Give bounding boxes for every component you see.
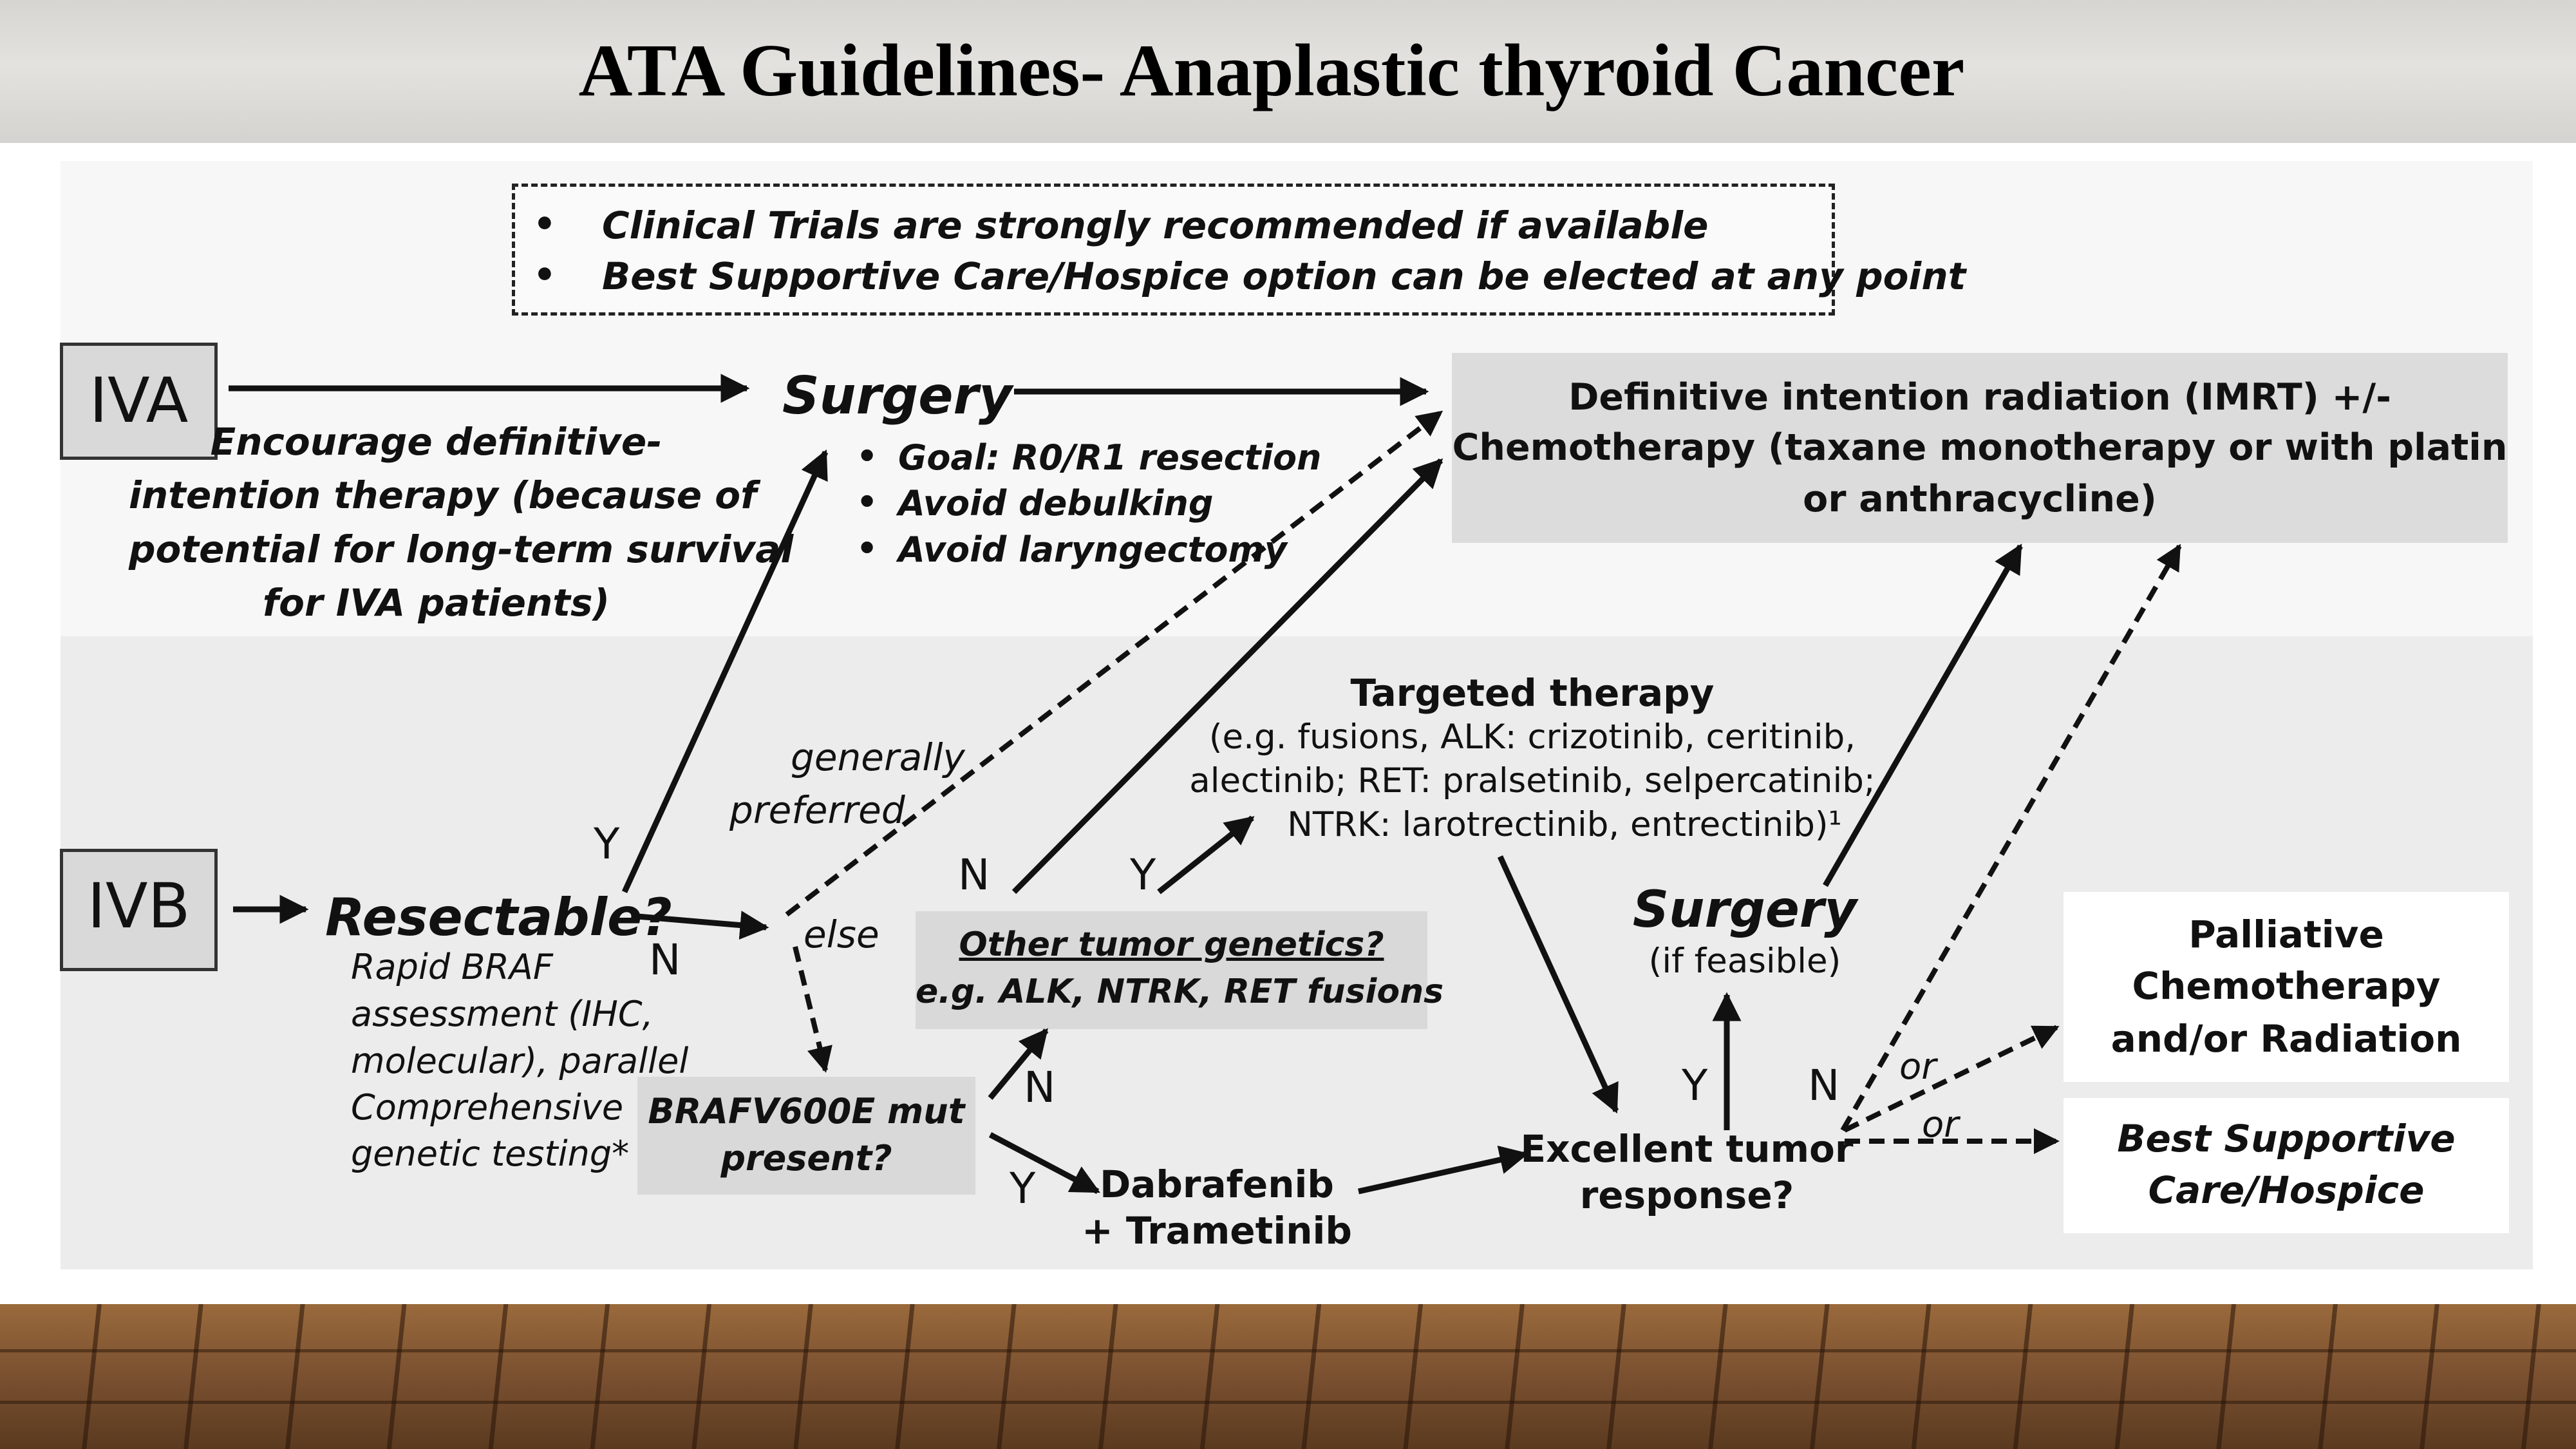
label-n-other-genetics: N [958,850,990,900]
targeted-line-1: (e.g. fusions, ALK: crizotinib, ceritini… [1208,717,1856,757]
bsc-line-2: Care/Hospice [2148,1168,2425,1212]
dabrafenib-line-2: + Trametinib [1082,1209,1352,1253]
radiation-line-2: Chemotherapy (taxane monotherapy or with… [1452,426,2508,469]
iva-encourage-line-4: for IVA patients) [262,581,610,625]
label-generally: generally [791,735,965,779]
radiation-line-3: or anthracycline) [1803,478,2157,520]
palliative-line-3: and/or Radiation [2111,1017,2462,1061]
iva-box [60,343,218,460]
radiation-line-1: Definitive intention radiation (IMRT) +/… [1568,376,2391,419]
braf-note-line-1: Rapid BRAF [351,947,553,987]
iva-encourage-line-3: potential for long-term survival [129,527,794,571]
braf-note-line-5: genetic testing* [351,1133,630,1174]
surgery-bullet-1-dot: • [856,437,878,476]
ivb-label: IVB [87,870,191,942]
bsc-box [2064,1098,2509,1233]
iva-encourage-line-2: intention therapy (because of [129,473,757,517]
arrow-surgery-to-radiation-2 [1823,544,2023,887]
arrow-dabrafenib-to-response [1358,1145,1529,1195]
note-bullet-2: • [533,254,556,296]
wood-floor-background [0,1304,2576,1449]
title-banner [0,0,2576,143]
braf-note-line-4: Comprehensive [351,1087,624,1128]
arrow-response-n-to-radiation [1840,544,2182,1132]
surgery-if-feasible-sub: (if feasible) [1648,942,1841,981]
arrow-genetics-y-to-targeted [1157,815,1255,895]
braf-note-line-2: assessment (IHC, [351,994,653,1034]
label-y-other-genetics: Y [1130,850,1156,900]
label-y-response: Y [1682,1061,1708,1110]
targeted-line-2: alectinib; RET: pralsetinib, selpercatin… [1189,761,1876,800]
label-or-1: or [1899,1046,1937,1088]
braf-box [637,1077,975,1195]
surgery-goal: Goal: R0/R1 resection [898,437,1322,478]
surgery-label: Surgery [782,366,1013,426]
bsc-line-1: Best Supportive [2117,1117,2456,1160]
surgery-bullet-3-dot: • [856,529,878,568]
iva-label: IVA [89,365,189,437]
arrow-preferred-to-radiation [785,410,1443,917]
label-y-braf: Y [1010,1164,1036,1213]
palliative-box [2064,892,2509,1082]
dabrafenib-line-1: Dabrafenib [1100,1162,1334,1206]
ivb-box [60,849,218,971]
other-genetics-question: Other tumor genetics? [959,925,1384,964]
arrow-braf-y-to-dabrafenib [988,1132,1100,1194]
note-clinical-trials: Clinical Trials are strongly recommended… [602,204,1709,247]
palliative-line-1: Palliative [2188,913,2384,956]
notes-box [512,184,1835,316]
resectable-question: Resectable? [325,887,672,947]
label-n-braf: N [1024,1063,1056,1112]
arrow-resectable-y-to-surgery [621,449,829,893]
page-title: ATA Guidelines- Anaplastic thyroid Cance… [578,30,1965,112]
braf-line-2: present? [720,1138,892,1179]
iva-encourage-line-1: Encourage definitive- [210,420,663,464]
arrow-resectable-n-to-else [637,911,769,940]
other-genetics-box [916,911,1427,1029]
label-n-resectable: N [649,935,681,985]
label-n-response: N [1808,1061,1840,1110]
label-preferred: preferred [729,788,905,832]
surgery-avoid-debulking: Avoid debulking [898,483,1214,524]
palliative-line-2: Chemotherapy [2132,964,2441,1008]
surgery-if-feasible-label: Surgery [1632,881,1857,939]
arrow-genetics-n-to-radiation [1011,458,1443,895]
label-else: else [804,913,879,956]
label-y-resectable: Y [594,819,620,869]
arrow-else-to-braf [793,946,832,1073]
note-best-supportive: Best Supportive Care/Hospice option can … [602,254,1966,298]
note-bullet-1: • [533,204,556,245]
targeted-title: Targeted therapy [1350,671,1715,715]
response-line-2: response? [1579,1173,1794,1217]
surgery-bullet-2-dot: • [856,483,878,522]
response-line-1: Excellent tumor [1520,1127,1854,1171]
radiation-box [1452,353,2508,543]
braf-line-1: BRAFV600E mut [648,1091,965,1132]
arrow-braf-n-to-genetics [988,1028,1049,1100]
braf-note-line-3: molecular), parallel [351,1041,689,1081]
other-genetics-examples: e.g. ALK, NTRK, RET fusions [916,972,1444,1011]
surgery-avoid-laryngectomy: Avoid laryngectomy [898,529,1287,570]
arrow-response-n-to-palliative [1843,1025,2060,1133]
targeted-line-3: NTRK: larotrectinib, entrectinib)¹ [1287,805,1842,844]
arrow-targeted-to-response [1497,855,1619,1114]
